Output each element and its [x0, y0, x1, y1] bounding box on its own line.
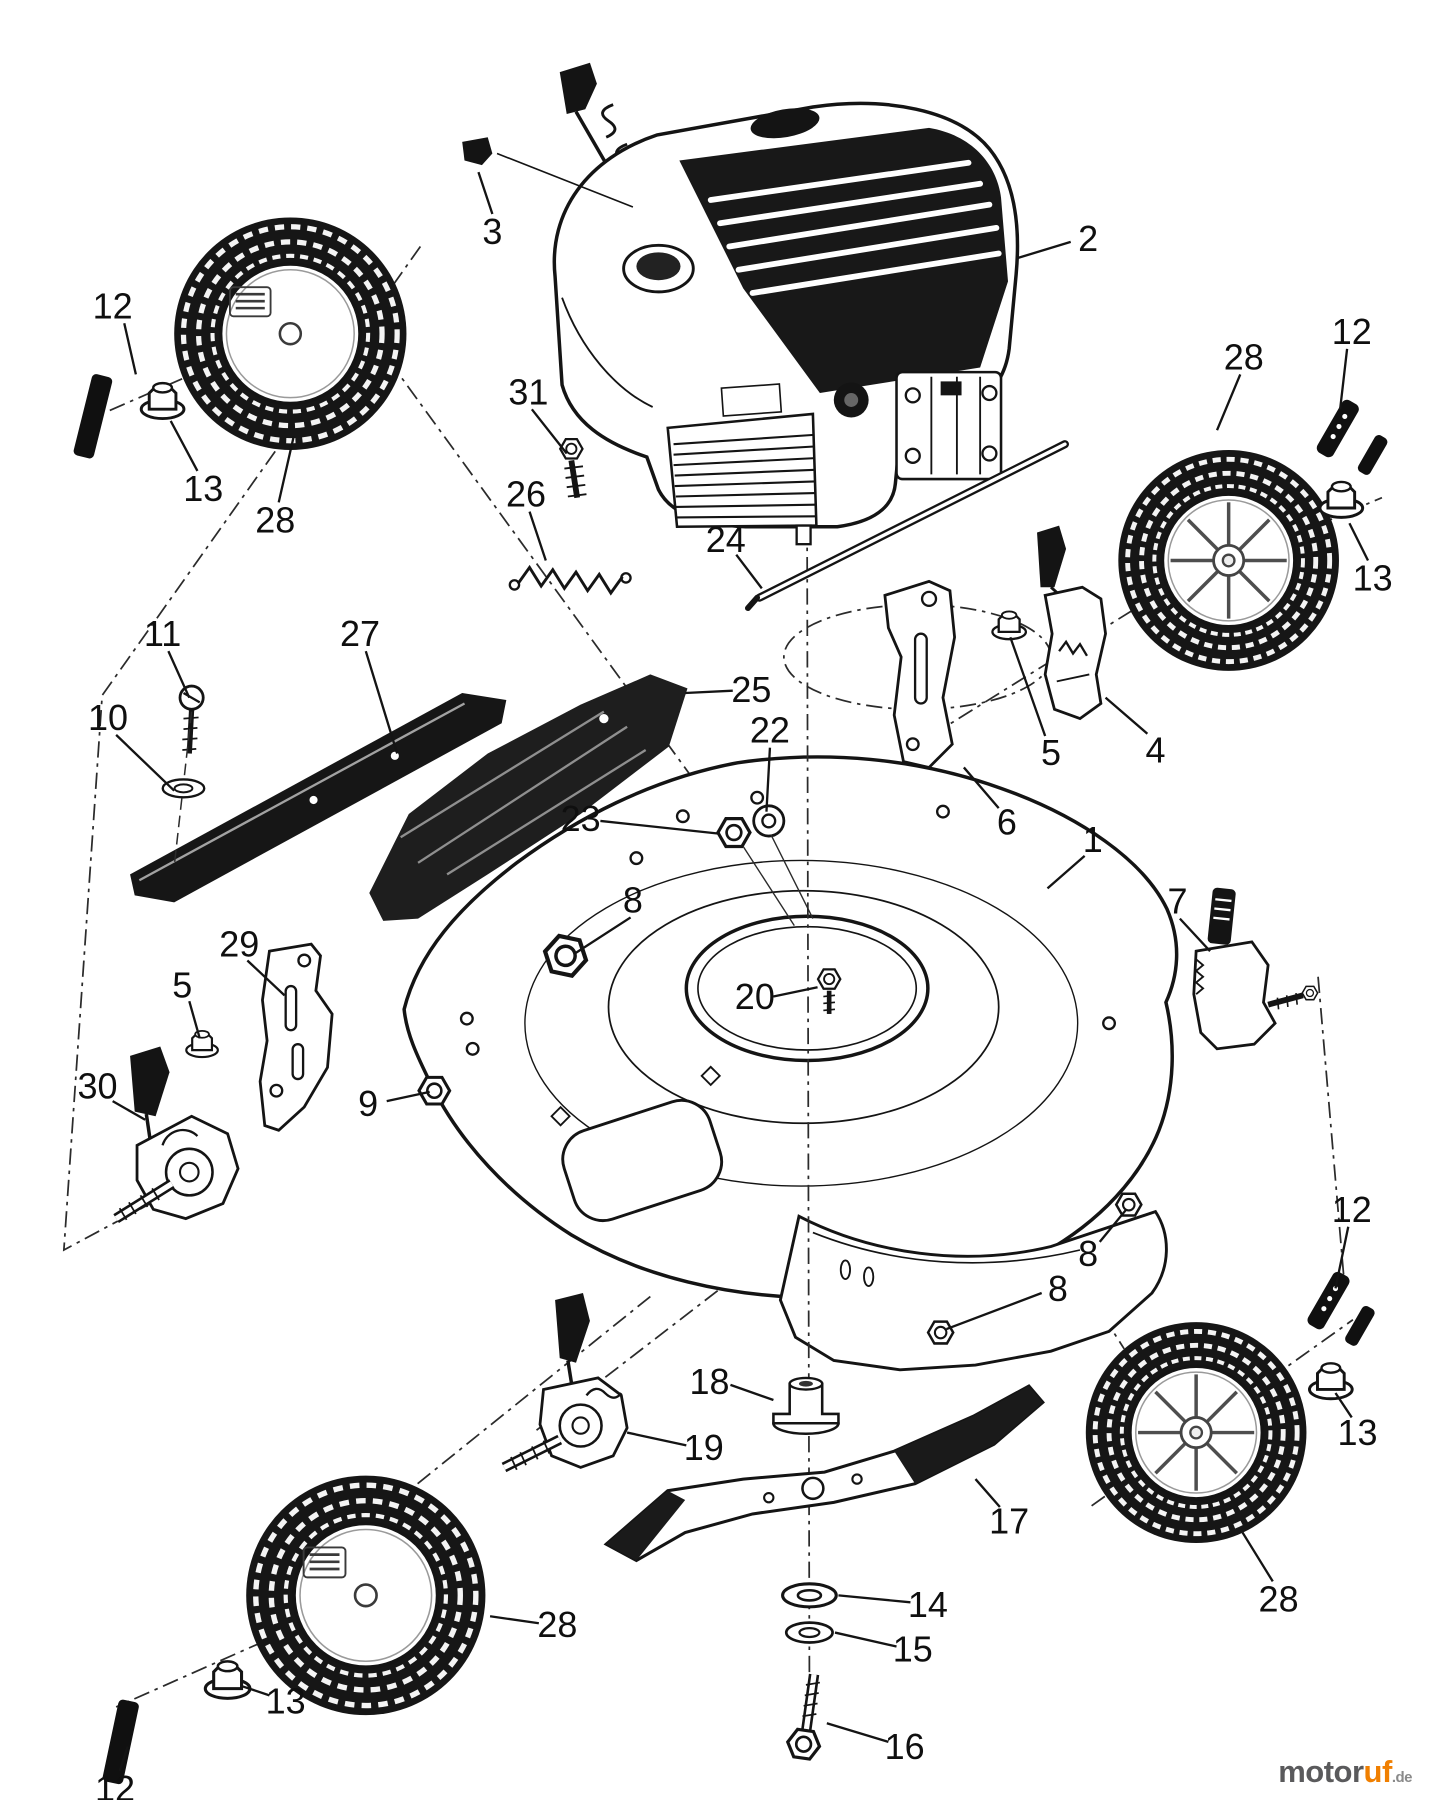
- part-clip-12-top-right: [1316, 399, 1388, 475]
- callout-4-18: 4: [1145, 729, 1165, 770]
- wheel-bottom-right: [1086, 1322, 1307, 1543]
- callout-28-8: 28: [1224, 336, 1264, 377]
- part-cap-3: [462, 137, 634, 208]
- part-rod-24: [744, 440, 1069, 612]
- part-bushing-18: [772, 1376, 840, 1436]
- callout-8-29: 8: [1078, 1233, 1098, 1274]
- callout-23-16: 23: [561, 798, 601, 839]
- part-nut-13-top-left: [139, 381, 186, 421]
- callout-12-9: 12: [1332, 311, 1372, 352]
- callout-8-21: 8: [623, 879, 643, 920]
- callout-15-37: 15: [893, 1628, 933, 1669]
- callout-31-4: 31: [508, 371, 548, 412]
- part-washer-22: [742, 804, 814, 926]
- callout-7-22: 7: [1168, 881, 1188, 922]
- callout-12-28: 12: [1332, 1189, 1372, 1230]
- callout-13-1: 13: [183, 468, 223, 509]
- callout-27-12: 27: [340, 613, 380, 654]
- part-bolt-31: [559, 438, 587, 499]
- callout-13-10: 13: [1353, 557, 1393, 598]
- callout-28-32: 28: [1259, 1578, 1299, 1619]
- callout-1-20: 1: [1083, 819, 1103, 860]
- part-washer-10: [161, 778, 206, 799]
- part-deflector-25: [369, 674, 688, 921]
- callout-6-19: 6: [997, 802, 1017, 843]
- part-nut-13-bottom-right: [1308, 1361, 1354, 1401]
- callout-2-6: 2: [1078, 218, 1098, 259]
- callout-5-17: 5: [1041, 732, 1061, 773]
- watermark: motoruf.de: [1278, 1754, 1412, 1790]
- part-adjuster-19: [501, 1293, 629, 1473]
- mower-deck: [402, 755, 1179, 1372]
- callout-19-34: 19: [684, 1427, 724, 1468]
- watermark-brand: motor: [1278, 1754, 1364, 1789]
- callout-20-25: 20: [735, 976, 775, 1017]
- callout-25-14: 25: [731, 669, 771, 710]
- part-clip-12-top-left: [73, 374, 113, 459]
- wheel-bottom-left: [246, 1476, 485, 1716]
- callout-30-26: 30: [78, 1066, 118, 1107]
- callout-3-3: 3: [482, 211, 502, 252]
- callout-22-15: 22: [750, 710, 790, 751]
- part-blade-17: [603, 1384, 1045, 1563]
- callout-12-41: 12: [95, 1768, 135, 1800]
- part-bracket-4: [1037, 525, 1107, 721]
- callout-28-2: 28: [255, 499, 295, 540]
- part-washer-15: [784, 1621, 834, 1644]
- part-nut-13-bottom-left: [203, 1659, 252, 1700]
- callout-14-36: 14: [908, 1584, 948, 1625]
- callout-17-35: 17: [989, 1500, 1029, 1541]
- part-bracket-6: [883, 579, 956, 769]
- callout-24-7: 24: [706, 519, 746, 560]
- part-bolt-16: [784, 1673, 824, 1762]
- part-nut-5-left: [185, 1029, 219, 1059]
- engine-assembly: [552, 62, 1020, 546]
- wheel-top-left: [174, 217, 406, 450]
- callout-18-33: 18: [690, 1361, 730, 1402]
- part-washer-14: [781, 1582, 838, 1609]
- part-clip-12-bottom-right: [1307, 1271, 1375, 1346]
- wheel-top-right: [1118, 450, 1339, 671]
- callout-12-0: 12: [93, 285, 133, 326]
- callout-9-27: 9: [358, 1083, 378, 1124]
- callout-26-5: 26: [506, 474, 546, 515]
- callout-10-13: 10: [88, 697, 128, 738]
- part-spring-26: [508, 564, 632, 596]
- part-bracket-29: [258, 942, 334, 1132]
- part-clip-12-bottom-left: [102, 1699, 139, 1785]
- part-nut-13-top-right: [1318, 480, 1365, 519]
- callout-11-11: 11: [144, 613, 181, 654]
- part-handle-bracket-7: [1192, 887, 1319, 1051]
- callout-13-40: 13: [266, 1681, 306, 1722]
- part-nut-23: [716, 817, 752, 849]
- watermark-tld: .de: [1391, 1769, 1413, 1786]
- callout-28-39: 28: [537, 1604, 577, 1645]
- part-adjuster-30: [113, 1046, 240, 1224]
- center-axis-line: [806, 525, 811, 1684]
- callout-5-24: 5: [172, 964, 192, 1005]
- watermark-accent: uf: [1363, 1754, 1393, 1789]
- callout-8-30: 8: [1048, 1268, 1068, 1309]
- part-bolt-20: [816, 968, 842, 1014]
- part-nut-9: [417, 1075, 452, 1106]
- leader-lines: [112, 171, 1370, 1772]
- callout-16-38: 16: [885, 1726, 925, 1767]
- callout-13-31: 13: [1338, 1412, 1378, 1453]
- callout-29-23: 29: [219, 924, 259, 965]
- part-rail-27: [130, 693, 507, 903]
